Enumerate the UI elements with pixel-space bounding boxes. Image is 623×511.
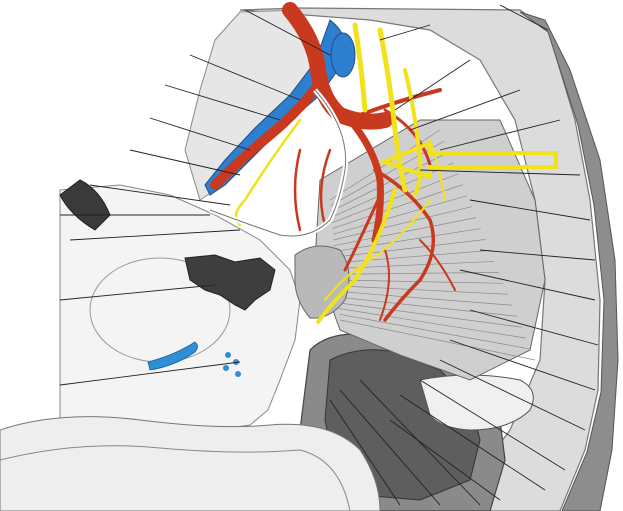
label-leader-line <box>339 389 441 506</box>
muscle-fiber <box>334 239 486 258</box>
lymph-node-3 <box>223 365 229 371</box>
label-leader-lines <box>59 4 599 506</box>
muscle-fiber <box>338 296 517 317</box>
label-leader-line <box>419 169 581 176</box>
yellow-outline-arrow-icon <box>378 140 558 180</box>
label-leader-line <box>164 84 281 121</box>
muscle-fiber <box>338 302 522 328</box>
lymph-node-1 <box>225 352 231 358</box>
label-leader-line <box>394 59 471 111</box>
muscle-fiber <box>331 173 459 224</box>
label-leader-line <box>439 119 561 151</box>
obturator-artery <box>319 148 332 227</box>
lymph-node-2 <box>233 359 239 365</box>
label-leader-line <box>499 4 549 31</box>
iliolumbar-artery <box>358 88 442 117</box>
pelvic-wall <box>184 7 619 511</box>
muscle-fiber <box>329 129 441 201</box>
muscle-fiber <box>332 195 468 235</box>
ductus-deferens-outline <box>209 89 347 237</box>
internal-iliac-vein <box>204 19 347 196</box>
bladder-cavity <box>184 254 276 311</box>
internal-pudendal-artery <box>343 198 380 272</box>
arteries <box>210 2 456 322</box>
label-leader-line <box>129 149 241 176</box>
common-iliac-artery <box>282 2 393 130</box>
muscle-fiber <box>333 206 472 241</box>
label-leader-line <box>409 89 521 131</box>
label-leader-line <box>69 229 241 241</box>
muscle-fiber <box>337 291 513 306</box>
muscle-fiber <box>339 313 531 350</box>
pudendal-nerve <box>324 199 431 301</box>
label-leader-line <box>439 359 586 431</box>
pudendal-vein-section <box>147 341 198 371</box>
label-leader-line <box>479 249 596 261</box>
label-leader-line <box>329 399 401 506</box>
umbilical-artery <box>293 148 302 232</box>
label-leader-line <box>149 117 251 151</box>
muscle-fiber <box>339 319 536 361</box>
middle-rectal-artery <box>379 249 390 321</box>
label-leader-line <box>59 284 216 301</box>
perineum-contour <box>0 445 351 511</box>
lateral-sacral-artery <box>419 239 456 291</box>
label-leader-line <box>469 199 591 221</box>
muscle-fiber <box>332 184 463 229</box>
external-iliac-artery <box>210 80 323 190</box>
muscle-fiber <box>338 308 527 339</box>
label-leader-line <box>189 54 301 101</box>
sacral-nerve-1 <box>377 27 408 193</box>
perineum-base <box>0 416 381 511</box>
lymph-nodes <box>147 341 241 377</box>
lumbosacral-trunk <box>352 22 368 113</box>
common-iliac-vein <box>330 32 356 78</box>
label-leader-line <box>389 419 501 501</box>
visceral-outlines <box>0 179 381 511</box>
sciatic-trunk <box>316 188 397 324</box>
internal-iliac-artery <box>346 116 384 244</box>
label-leader-line <box>469 309 599 346</box>
muscle-fiber <box>331 162 454 218</box>
label-leader-line <box>59 361 241 386</box>
label-leader-line <box>459 269 596 301</box>
label-leader-line <box>449 339 596 391</box>
label-leader-line <box>399 394 546 491</box>
label-leader-line <box>419 379 566 471</box>
label-leader-line <box>359 379 481 506</box>
bone-cortex-shadow <box>519 11 619 511</box>
muscle-fiber <box>335 250 490 264</box>
veins <box>204 19 356 196</box>
label-leader-line <box>244 9 331 56</box>
muscle-fiber <box>334 228 481 252</box>
pubic-symphysis <box>59 179 111 231</box>
muscle-fiber <box>337 285 508 295</box>
label-leader-line <box>379 24 431 41</box>
sacral-nerve-2 <box>403 68 423 197</box>
label-leader-line <box>89 184 231 206</box>
lymph-node-4 <box>235 371 241 377</box>
